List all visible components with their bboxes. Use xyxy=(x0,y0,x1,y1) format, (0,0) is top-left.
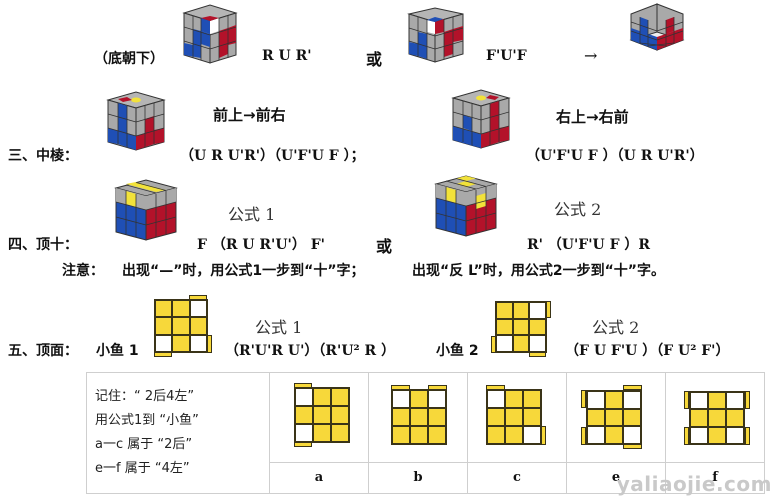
case2-formula: （U'F'U F ）（U R U'R'） xyxy=(526,148,704,164)
pattern-label-e: e xyxy=(566,461,666,495)
top-face-pattern-table: 记住：“ 2后4左” 用公式1到 “小鱼” a一c 属于 “2后” e一f 属于… xyxy=(86,372,765,495)
or-label-1: 或 xyxy=(366,50,383,69)
formula1-top-cross: F （R U R'U'） F' xyxy=(197,237,325,253)
cube-top-cross-2 xyxy=(434,175,498,237)
cube-middle-layer-1 xyxy=(106,91,166,151)
note-remember: 记住：“ 2后4左” xyxy=(95,389,195,404)
side-sticker xyxy=(546,301,551,318)
pattern-a xyxy=(269,372,369,463)
formula1-label: 公式 1 xyxy=(228,205,276,224)
fish1-label: 小鱼 1 xyxy=(96,343,139,359)
formula-rur: R U R' xyxy=(262,48,312,64)
fish2-formula: （F U F'U ）（F U² F'） xyxy=(565,343,730,359)
arrow-icon: → xyxy=(584,46,598,65)
or-label-2: 或 xyxy=(376,237,393,256)
side-sticker xyxy=(491,336,496,353)
cube-illustration-2 xyxy=(407,7,464,63)
pattern-e xyxy=(566,372,666,463)
formula2-top-cross: R' （U'F'U F ）R xyxy=(527,237,651,253)
note-label: 注意： xyxy=(62,263,104,279)
fish2-formula-label: 公式 2 xyxy=(592,318,640,337)
pattern-label-c: c xyxy=(467,461,567,495)
note-a-c: a一c 属于 “2后” xyxy=(95,437,193,452)
step4-title: 四、顶十： xyxy=(8,237,78,253)
fish2-label: 小鱼 2 xyxy=(436,343,479,359)
step5-title: 五、顶面： xyxy=(8,343,78,359)
cube-middle-layer-2 xyxy=(451,89,511,149)
formula2-label: 公式 2 xyxy=(554,200,602,219)
pattern-f xyxy=(665,372,765,463)
fish1-formula-label: 公式 1 xyxy=(255,318,303,337)
case1-formula: （U R U'R'）（U'F'U F ）； xyxy=(180,148,365,164)
orientation-note: （底朝下） xyxy=(94,51,164,67)
side-sticker xyxy=(154,352,172,357)
cube-illustration-1 xyxy=(182,4,238,64)
top-face-grid xyxy=(495,301,547,353)
note-use-formula: 用公式1到 “小鱼” xyxy=(95,413,199,428)
note-line-1: 出现“—”时，用公式1一步到“十”字； xyxy=(122,263,365,279)
cube-illustration-3 xyxy=(629,3,685,51)
case1-caption: 前上→前右 xyxy=(213,106,286,124)
note-e-f: e一f 属于 “4左” xyxy=(95,461,190,476)
step3-title: 三、中棱： xyxy=(8,148,78,164)
note-line-2: 出现“反 L”时，用公式2一步到“十”字。 xyxy=(412,263,665,279)
pattern-label-b: b xyxy=(368,461,468,495)
fish1-formula: （R'U'R U'）（R'U² R ） xyxy=(225,343,396,359)
pattern-c xyxy=(467,372,567,463)
watermark: yaliaojie.com xyxy=(616,472,772,496)
side-sticker xyxy=(207,335,212,353)
formula-fuf: F'U'F xyxy=(486,48,527,64)
cube-top-cross-1 xyxy=(114,179,178,241)
pattern-b xyxy=(368,372,468,463)
pattern-label-f: f xyxy=(665,461,765,495)
case2-caption: 右上→右前 xyxy=(556,108,629,126)
side-sticker xyxy=(529,352,546,357)
top-face-grid xyxy=(154,299,208,353)
memory-notes: 记住：“ 2后4左” 用公式1到 “小鱼” a一c 属于 “2后” e一f 属于… xyxy=(86,372,270,494)
pattern-label-a: a xyxy=(269,461,369,495)
